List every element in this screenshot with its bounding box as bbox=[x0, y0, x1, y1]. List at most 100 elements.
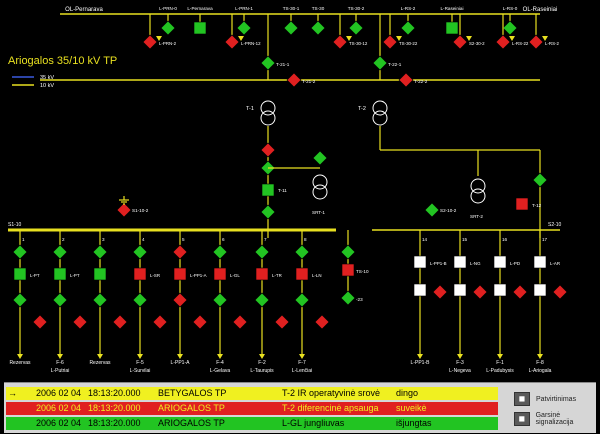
top-earth-switch-5[interactable] bbox=[495, 34, 511, 50]
bay-5-earth-switch[interactable] bbox=[232, 314, 248, 330]
t2-35kv-earth[interactable] bbox=[398, 72, 414, 88]
bay-4-earth-switch[interactable] bbox=[192, 314, 208, 330]
t2-10kv-disconnector[interactable] bbox=[532, 172, 548, 188]
bay-2-breaker[interactable] bbox=[93, 267, 107, 281]
t1-35kv-disconnector[interactable] bbox=[260, 55, 276, 71]
bay-7-bus-disconnector[interactable] bbox=[294, 244, 310, 260]
top-sub-arrow-2 bbox=[346, 36, 352, 41]
bay-number-7: 8 bbox=[304, 237, 307, 242]
top-disconnector-0[interactable] bbox=[160, 20, 176, 36]
bay-4-line-disconnector[interactable] bbox=[172, 292, 188, 308]
ts10-breaker[interactable] bbox=[341, 263, 355, 277]
t1-10kv-bus-disconnector[interactable] bbox=[260, 204, 276, 220]
bay-4-bus-disconnector[interactable] bbox=[172, 244, 188, 260]
bay-0-earth-switch[interactable] bbox=[32, 314, 48, 330]
t12-label: T-12 bbox=[532, 203, 542, 208]
bay-2-line-disconnector[interactable] bbox=[92, 292, 108, 308]
right-bay-2-disconnector[interactable] bbox=[493, 283, 507, 297]
bay-0-breaker[interactable] bbox=[13, 267, 27, 281]
right-feeder-label: OL-Raseiniai bbox=[523, 7, 558, 13]
bay-4-breaker[interactable] bbox=[173, 267, 187, 281]
bay-1-bottom-label-1: L-Putriai bbox=[51, 368, 70, 374]
bay-6-breaker[interactable] bbox=[255, 267, 269, 281]
top-earth-switch-0[interactable] bbox=[142, 34, 158, 50]
top-earth-switch-2[interactable] bbox=[332, 34, 348, 50]
acknowledge-button[interactable]: ◼ Patvirtinimas bbox=[514, 391, 598, 407]
bay-0-line-disconnector[interactable] bbox=[12, 292, 28, 308]
bay-7-breaker[interactable] bbox=[295, 267, 309, 281]
event-state: dingo bbox=[396, 388, 419, 398]
bay-1-breaker[interactable] bbox=[53, 267, 67, 281]
right-bay-1-disconnector[interactable] bbox=[453, 283, 467, 297]
bay-7-bottom-label-1: L-Lenčiai bbox=[292, 368, 312, 374]
top-sub-label-0: L-PRN-2 bbox=[159, 41, 177, 46]
top-disconnector-3[interactable] bbox=[283, 20, 299, 36]
bay-4-label: L-PP1-A bbox=[190, 273, 207, 278]
right-bay-1-breaker[interactable] bbox=[453, 255, 467, 269]
bay-0-bus-disconnector[interactable] bbox=[12, 244, 28, 260]
sound-alarm-button[interactable]: ◼ Garsinė signalizacija bbox=[514, 411, 598, 427]
ts10-disconnector[interactable] bbox=[340, 244, 356, 260]
event-row[interactable]: → 2006 02 04 18:13:20.000 BETYGALOS TP T… bbox=[6, 387, 498, 400]
top-disconnector-8[interactable] bbox=[502, 20, 518, 36]
top-sub-label-2: TS-30-12 bbox=[349, 41, 368, 46]
top-breaker-7[interactable] bbox=[445, 21, 459, 35]
right-bay-2-breaker[interactable] bbox=[493, 255, 507, 269]
right-bay-0-earth-switch[interactable] bbox=[432, 284, 448, 300]
right-bay-3-earth-switch[interactable] bbox=[552, 284, 568, 300]
bay-5-bottom-label-1: L-Gelava bbox=[210, 368, 231, 374]
right-bay-3-breaker[interactable] bbox=[533, 255, 547, 269]
bay-6-bus-disconnector[interactable] bbox=[254, 244, 270, 260]
s1-10-earth[interactable] bbox=[116, 202, 132, 218]
bay-3-breaker[interactable] bbox=[133, 267, 147, 281]
right-bay-0-arrow bbox=[417, 354, 423, 359]
bay-3-line-disconnector[interactable] bbox=[132, 292, 148, 308]
right-bay-1-earth-switch[interactable] bbox=[472, 284, 488, 300]
top-breaker-1[interactable] bbox=[193, 21, 207, 35]
t1-10kv-earth[interactable] bbox=[260, 142, 276, 158]
bay-number-0: 1 bbox=[22, 237, 25, 242]
bay-2-bus-disconnector[interactable] bbox=[92, 244, 108, 260]
bay-5-breaker[interactable] bbox=[213, 267, 227, 281]
bay-5-bus-disconnector[interactable] bbox=[212, 244, 228, 260]
ts10-earth-disconnector[interactable] bbox=[340, 290, 356, 306]
bay-7-line-disconnector[interactable] bbox=[294, 292, 310, 308]
right-bay-2-earth-switch[interactable] bbox=[512, 284, 528, 300]
bay-6-line-disconnector[interactable] bbox=[254, 292, 270, 308]
bay-2-earth-switch[interactable] bbox=[112, 314, 128, 330]
bay-7-earth-switch[interactable] bbox=[314, 314, 330, 330]
right-bay-0-disconnector[interactable] bbox=[413, 283, 427, 297]
s2-10-earth[interactable] bbox=[424, 202, 440, 218]
bay-6-earth-switch[interactable] bbox=[274, 314, 290, 330]
top-disconnector-2[interactable] bbox=[236, 20, 252, 36]
bay-3-bus-disconnector[interactable] bbox=[132, 244, 148, 260]
bay-1-earth-switch[interactable] bbox=[72, 314, 88, 330]
srt1-disconnector[interactable] bbox=[312, 150, 328, 166]
event-row[interactable]: 2006 02 04 18:13:20.000 ARIOGALOS TP T-2… bbox=[6, 402, 498, 415]
event-row[interactable]: 2006 02 04 18:13:20.000 ARIOGALOS TP L-G… bbox=[6, 417, 498, 430]
ts10-label: TS-10 bbox=[356, 269, 369, 274]
top-earth-switch-4[interactable] bbox=[452, 34, 468, 50]
t1-10kv-breaker[interactable] bbox=[261, 183, 275, 197]
t2-10kv-breaker[interactable] bbox=[515, 197, 529, 211]
event-description: L-GL jungliuvas bbox=[282, 418, 345, 428]
top-disconnector-5[interactable] bbox=[348, 20, 364, 36]
top-earth-switch-6[interactable] bbox=[528, 34, 544, 50]
sound-alarm-label: Garsinė signalizacija bbox=[535, 412, 574, 426]
bay-1-bus-disconnector[interactable] bbox=[52, 244, 68, 260]
bay-3-earth-switch[interactable] bbox=[152, 314, 168, 330]
t1-35kv-earth[interactable] bbox=[286, 72, 302, 88]
right-bay-3-disconnector[interactable] bbox=[533, 283, 547, 297]
right-bay-0-breaker[interactable] bbox=[413, 255, 427, 269]
top-disconnector-6[interactable] bbox=[400, 20, 416, 36]
bay-5-line-disconnector[interactable] bbox=[212, 292, 228, 308]
bay-7-arrow bbox=[299, 354, 305, 359]
top-earth-switch-1[interactable] bbox=[224, 34, 240, 50]
t2-35kv-disconnector[interactable] bbox=[372, 55, 388, 71]
bay-1-line-disconnector[interactable] bbox=[52, 292, 68, 308]
top-disconnector-4[interactable] bbox=[310, 20, 326, 36]
top-earth-switch-3[interactable] bbox=[382, 34, 398, 50]
bay-0-arrow bbox=[17, 354, 23, 359]
ts10-sub-label: -23 bbox=[356, 297, 363, 302]
